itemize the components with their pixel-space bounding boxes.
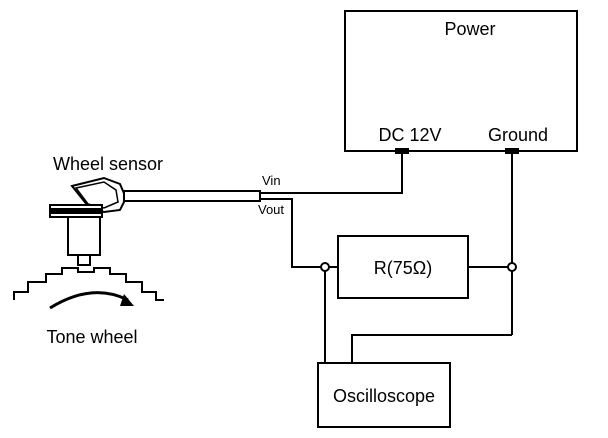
wiring [260, 154, 517, 363]
dc-terminal-label: DC 12V [378, 125, 441, 145]
power-supply: Power DC 12V Ground [344, 10, 578, 154]
tone-wheel-label: Tone wheel [46, 327, 137, 347]
power-title: Power [444, 19, 495, 39]
rotation-arrow [49, 291, 129, 310]
sensor-tip [77, 254, 91, 266]
resistor: R(75Ω) [337, 235, 469, 299]
rotation-arrowhead [120, 294, 134, 306]
vout-label: Vout [258, 202, 284, 217]
wheel-sensor-label: Wheel sensor [53, 154, 163, 174]
ground-terminal-label: Ground [488, 125, 548, 145]
vin-wire [260, 154, 403, 194]
tone-wheel: Tone wheel [13, 267, 164, 347]
oscilloscope-box [317, 362, 451, 428]
wheel-sensor: Wheel sensor Vin Vout [49, 154, 284, 266]
oscilloscope-label: Oscilloscope [333, 386, 435, 406]
vin-label: Vin [262, 173, 281, 188]
dc-terminal [395, 148, 409, 154]
ground-terminal [505, 148, 519, 154]
resistor-box [337, 235, 469, 299]
sensor-cable [123, 190, 261, 202]
vout-wire [260, 198, 338, 268]
tone-wheel-teeth [13, 267, 164, 301]
scope-ground-wire [351, 334, 512, 363]
resistor-label: R(75Ω) [374, 258, 432, 278]
ground-node [507, 262, 517, 272]
sensor-body [67, 216, 101, 256]
signal-node [320, 262, 330, 272]
power-box [344, 10, 578, 152]
oscilloscope: Oscilloscope [317, 362, 451, 428]
